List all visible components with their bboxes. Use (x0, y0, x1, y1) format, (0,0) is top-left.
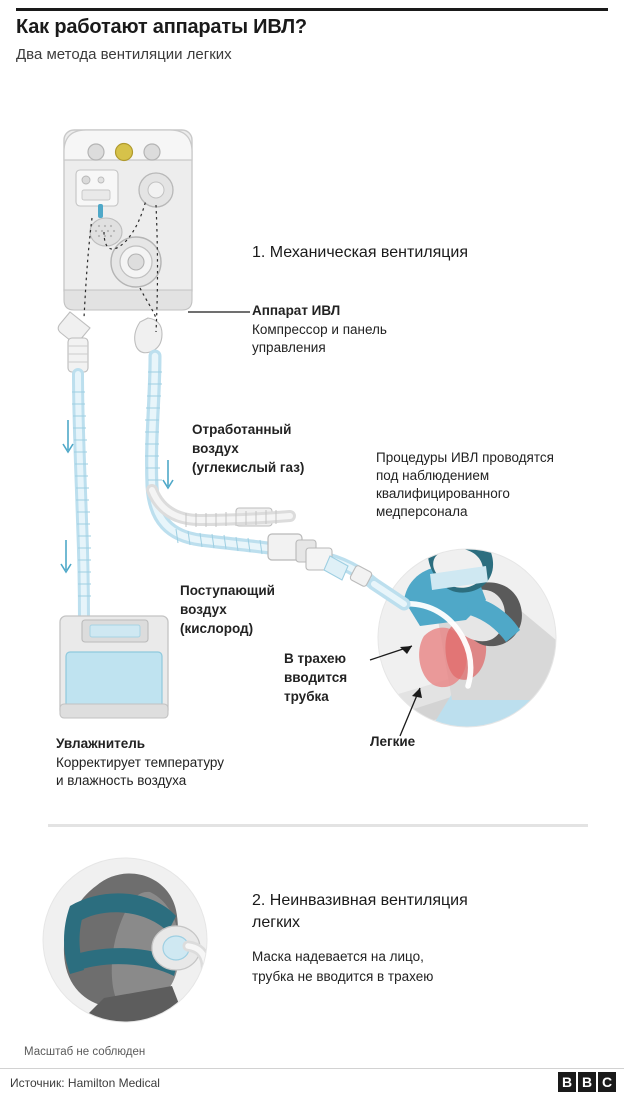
tube-left-graphic (60, 368, 91, 630)
y-connector-graphic (235, 507, 349, 581)
bbc-logo-letter-b2: B (578, 1072, 596, 1092)
bbc-logo: B B C (558, 1072, 616, 1092)
label-trachea-line2: вводится (284, 670, 348, 685)
label-machine-line1: Компрессор и панель (252, 322, 387, 337)
page-title: Как работают аппараты ИВЛ? (16, 16, 307, 38)
label-exhaled-line3: (углекислый газ) (192, 460, 305, 475)
exhaled-tube-graphic (146, 484, 296, 527)
label-exhaled-line1: Отработанный (192, 422, 292, 437)
label-exhaled-line2: воздух (192, 441, 239, 456)
source-credit: Источник: Hamilton Medical (10, 1076, 160, 1090)
step-2-heading-line2: легких (252, 914, 301, 931)
page-subtitle: Два метода вентиляции легких (16, 46, 232, 63)
label-machine-line2: управления (252, 340, 326, 355)
label-supervision-line1: Процедуры ИВЛ проводятся (376, 450, 554, 465)
bbc-logo-letter-b1: B (558, 1072, 576, 1092)
label-humidifier-line2: и влажность воздуха (56, 773, 187, 788)
scale-note: Масштаб не соблюден (24, 1046, 146, 1058)
humidifier-graphic (59, 615, 169, 719)
footer-rule (0, 1068, 624, 1069)
section-divider (48, 824, 588, 827)
dotted-leader-lines (83, 199, 159, 333)
label-humidifier-title: Увлажнитель (56, 736, 146, 751)
step-2-body-line1: Маска надевается на лицо, (252, 949, 424, 964)
bbc-logo-letter-c: C (598, 1072, 616, 1092)
ventilator-machine-graphic (57, 129, 193, 373)
callout-arrowheads (400, 646, 422, 698)
patient-illustration (349, 548, 557, 728)
label-trachea-line1: В трахею (284, 651, 347, 666)
step-2-heading-line1: 2. Неинвазивная вентиляция (252, 892, 468, 909)
step-1-heading: 1. Механическая вентиляция (252, 244, 469, 261)
label-supervision-line4: медперсонала (376, 504, 468, 519)
label-incoming-line1: Поступающий (180, 583, 275, 598)
header-rule (16, 8, 608, 11)
label-trachea-line3: трубка (284, 689, 329, 704)
label-incoming-line3: (кислород) (180, 621, 254, 636)
label-machine-title: Аппарат ИВЛ (252, 303, 341, 318)
step-2-body-line2: трубка не вводится в трахею (252, 969, 434, 984)
mask-illustration (42, 857, 208, 1023)
label-lungs: Легкие (370, 734, 416, 749)
label-humidifier-line1: Корректирует температуру (56, 755, 225, 770)
label-supervision-line3: квалифицированного (376, 486, 510, 501)
label-supervision-line2: под наблюдением (376, 468, 490, 483)
label-incoming-line2: воздух (180, 602, 227, 617)
